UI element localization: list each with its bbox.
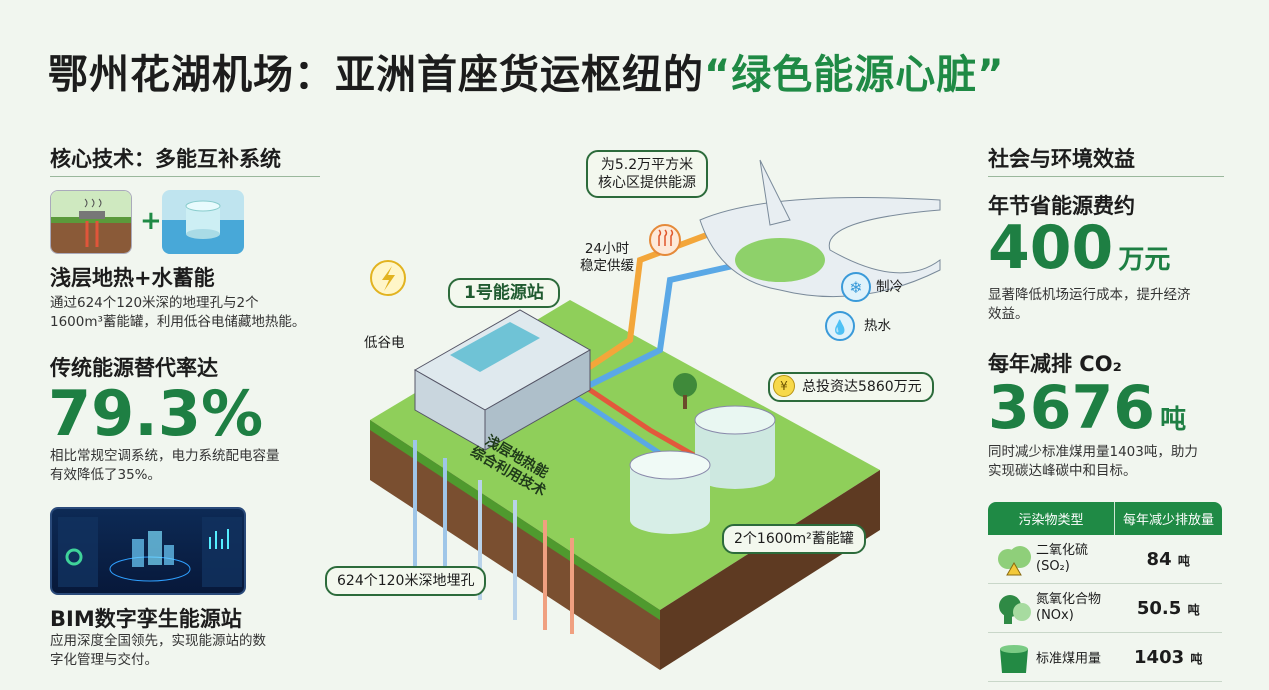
co2-desc: 同时减少标准煤用量1403吨，助力实现碳达峰碳中和目标。 [988, 443, 1198, 481]
geothermal-icon [50, 190, 132, 254]
saving-figure: 400 万元 [988, 218, 1170, 278]
table-header: 污染物类型每年减少排放量 [988, 502, 1222, 535]
right-section-title: 社会与环境效益 [988, 147, 1135, 171]
boreholes-callout: 624个120米深地埋孔 [325, 566, 487, 596]
left-section-title: 核心技术：多能互补系统 [50, 147, 281, 171]
supply-label: 24小时稳定供缓 [580, 241, 634, 275]
text: 为5.2万平方米 [600, 157, 694, 173]
core-area-callout: 为5.2万平方米核心区提供能源 [586, 150, 708, 198]
svg-text:❄: ❄ [849, 278, 862, 297]
rate-title: 传统能源替代率达 [50, 356, 218, 380]
svg-text:💧: 💧 [831, 319, 848, 336]
energy-station-diagram: ❄ 💧 [370, 159, 941, 670]
text: 通过624个120米深的地理孔与2个 [50, 295, 259, 311]
text: 吨 [1177, 553, 1190, 568]
bim-desc: 应用深度全国领先，实现能源站的数字化管理与交付。 [50, 632, 266, 670]
text: 效益。 [988, 306, 1029, 322]
hot-water-label: 热水 [864, 318, 891, 334]
bim-dashboard-image [50, 507, 246, 595]
text: (NOx) [1036, 608, 1074, 623]
cooling-label: 制冷 [876, 279, 903, 295]
tech-desc: 通过624个120米深的地理孔与2个 1600m³蓄能罐，利用低谷电储藏地热能。 [50, 294, 305, 332]
airport-terminal [699, 159, 941, 298]
bim-title: BIM数字孪生能源站 [50, 607, 242, 631]
text: 24小时 [584, 241, 630, 257]
title-highlight: “绿色能源心脏” [704, 52, 1005, 98]
text: 84 [1146, 548, 1172, 570]
text: 实现碳达峰碳中和目标。 [988, 463, 1137, 479]
smoke-icon [999, 595, 1031, 624]
rate-value: 79.3% [48, 377, 264, 450]
text: 50.5 [1136, 597, 1182, 619]
column-header: 污染物类型 [988, 502, 1115, 535]
tanks-callout: 2个1600m²蓄能罐 [722, 524, 866, 554]
title-main: 鄂州花湖机场：亚洲首座货运枢纽的 [48, 52, 704, 98]
plus-sign: + [140, 206, 162, 236]
storage-tanks [629, 405, 776, 534]
text: (SO₂) [1036, 559, 1070, 574]
rate-desc: 相比常规空调系统，电力系统配电容量有效降低了35%。 [50, 447, 280, 485]
snowflake-icon [841, 272, 871, 302]
station-label: 1号能源站 [448, 278, 560, 308]
text: 二氧化硫 [1036, 543, 1089, 558]
divider [50, 176, 320, 177]
text: 吨 [1187, 602, 1200, 617]
ground-right [660, 470, 880, 670]
water-storage-icon [162, 190, 244, 254]
text: 吨 [1190, 651, 1203, 666]
saving-value: 400 [988, 213, 1114, 283]
text: 相比常规空调系统，电力系统配电容量 [50, 448, 280, 464]
page-title: 鄂州花湖机场：亚洲首座货运枢纽的“绿色能源心脏” [48, 42, 1005, 100]
investment-callout: 总投资达5860万元 [768, 372, 934, 402]
coal-bag-icon [1000, 645, 1028, 673]
table-row: 标准煤用量 1403 吨 [988, 632, 1222, 682]
cloud-warning-icon [998, 546, 1031, 576]
text: 显著降低机场运行成本，提升经济 [988, 287, 1191, 303]
emission-table: 污染物类型每年减少排放量 二氧化硫(SO₂) 84 吨 氮氧化合物(NOx) 50.… [988, 502, 1222, 682]
valley-power-label: 低谷电 [364, 335, 405, 351]
water-drop-icon [825, 311, 855, 341]
table-row: 二氧化硫(SO₂) 84 吨 [988, 535, 1222, 584]
saving-unit: 万元 [1118, 245, 1171, 275]
table-row: 氮氧化合物(NOx) 50.5 吨 [988, 583, 1222, 633]
saving-desc: 显著降低机场运行成本，提升经济效益。 [988, 286, 1191, 324]
co2-unit: 吨 [1160, 405, 1187, 435]
text: 标准煤用量 [1036, 651, 1102, 667]
text: 同时减少标准煤用量1403吨，助力 [988, 444, 1198, 460]
text: 氮氧化合物 [1036, 592, 1102, 607]
text: 核心区提供能源 [598, 175, 696, 191]
co2-figure: 3676 吨 [988, 378, 1186, 438]
divider [988, 176, 1224, 177]
text: 应用深度全国领先，实现能源站的数 [50, 633, 266, 649]
text: 稳定供缓 [580, 258, 634, 274]
text: 1600m³蓄能罐，利用低谷电储藏地热能。 [50, 314, 306, 330]
co2-title: 每年减排 CO₂ [988, 352, 1122, 376]
money-icon: ¥ [773, 375, 795, 397]
text: 1403 [1134, 646, 1185, 668]
text: 字化管理与交付。 [50, 652, 158, 668]
column-header: 每年减少排放量 [1114, 502, 1222, 535]
tech-title: 浅层地热+水蓄能 [50, 266, 215, 290]
co2-value: 3676 [988, 373, 1155, 443]
saving-title: 年节省能源费约 [988, 194, 1135, 218]
text: 有效降低了35%。 [50, 467, 162, 483]
